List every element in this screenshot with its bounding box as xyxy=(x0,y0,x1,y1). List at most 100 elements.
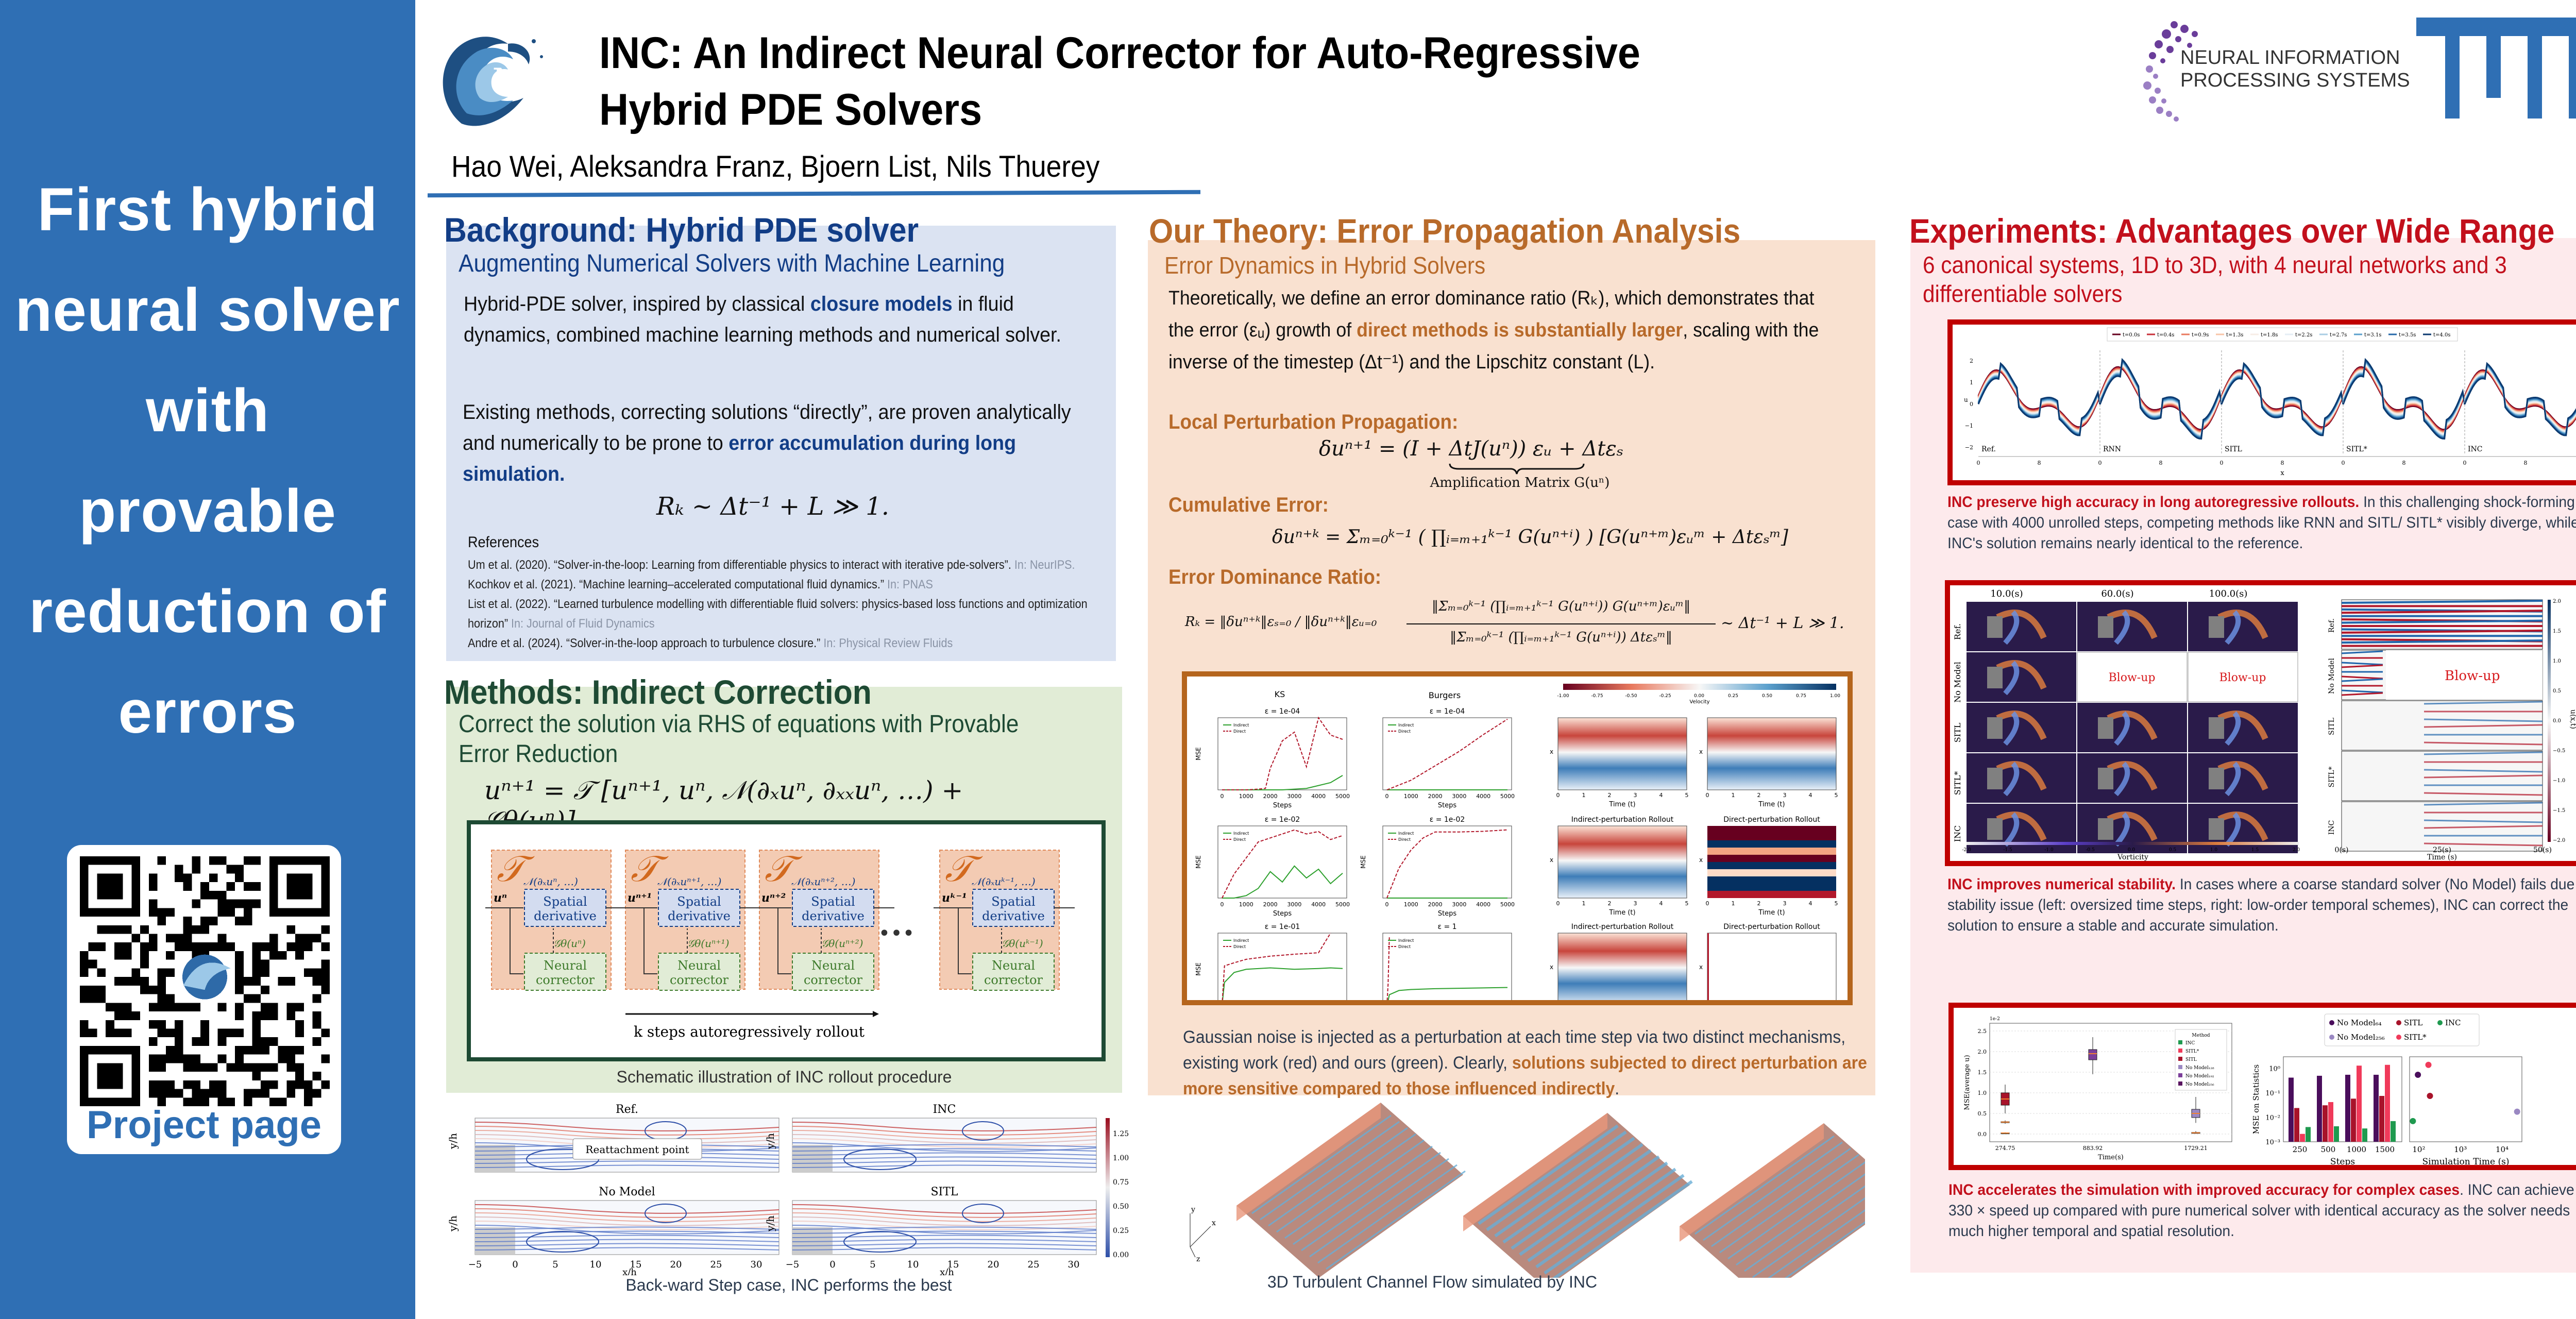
qr-module xyxy=(174,1028,183,1038)
qr-code[interactable] xyxy=(80,856,330,1106)
poster-title: INC: An Indirect Neural Corrector for Au… xyxy=(599,25,1737,138)
x-tick: 8 xyxy=(2038,460,2041,466)
legend-marker xyxy=(2437,1020,2443,1025)
qr-module xyxy=(269,1011,278,1020)
input-label: uⁿ⁺¹ xyxy=(628,891,652,905)
series-line-direct xyxy=(1222,933,1331,1006)
row-label: SITL xyxy=(1953,722,1962,742)
vortex-blue xyxy=(2003,812,2020,847)
qr-module xyxy=(148,1037,158,1046)
legend-label: t=2.2s xyxy=(2295,332,2312,338)
series-line-indirect xyxy=(1386,987,1508,1006)
qr-module xyxy=(166,1003,175,1012)
blowup-label: Blow-up xyxy=(2219,671,2266,684)
project-page-link[interactable]: Project page xyxy=(86,1103,322,1147)
neurips-logo-icon xyxy=(2143,21,2198,122)
qr-module xyxy=(106,1028,114,1038)
vorticity-tick: -1.5 xyxy=(2003,848,2012,853)
rollout-curve xyxy=(2464,370,2576,429)
qr-module xyxy=(226,908,235,917)
x-tick-label: −5 xyxy=(468,1259,482,1270)
qr-module xyxy=(97,942,106,951)
qr-module xyxy=(226,899,235,908)
y-axis-label: MSE xyxy=(1360,855,1367,869)
streamline xyxy=(792,1144,1097,1147)
streak xyxy=(1711,1147,1851,1247)
qr-module xyxy=(295,1063,304,1072)
qr-module xyxy=(217,934,227,943)
vortex-red xyxy=(2217,811,2268,841)
heatmap-image xyxy=(1557,933,1687,1006)
project-page-card[interactable]: Project page xyxy=(67,845,341,1154)
background-para-2: Existing methods, correcting solutions “… xyxy=(463,397,1092,489)
streamline xyxy=(792,1134,1097,1144)
legend-swatch xyxy=(2178,1049,2182,1053)
vorticity-cell xyxy=(2188,804,2298,853)
x-axis-label: x xyxy=(1699,856,1703,864)
corrector-label: corrector xyxy=(984,973,1043,987)
spacetime-streak xyxy=(2341,629,2543,634)
axis-x: x xyxy=(1212,1219,1216,1227)
neural-corrector-box xyxy=(792,953,874,991)
time-tick: 3 xyxy=(1783,900,1787,907)
qr-module xyxy=(261,1045,269,1055)
streamline xyxy=(474,1160,779,1164)
streak xyxy=(1276,1133,1416,1233)
qr-module xyxy=(174,865,183,874)
qr-module xyxy=(217,1028,227,1038)
qr-module xyxy=(157,1020,166,1029)
series-line-indirect xyxy=(1222,865,1343,899)
qr-module xyxy=(295,1028,304,1038)
inc-wave-logo-icon: N xyxy=(443,37,543,126)
body-text: In cases where a coarse standard solver … xyxy=(1947,876,2576,934)
qr-module xyxy=(235,1003,244,1012)
spatial-label: Spatial xyxy=(811,894,855,909)
local-perturbation-heading: Local Perturbation Propagation: xyxy=(1168,411,1459,433)
x-tick: 1000 xyxy=(1239,901,1253,908)
vortex-blue xyxy=(2114,812,2130,847)
qr-module xyxy=(278,977,287,986)
methods-equation: uⁿ⁺¹ = 𝒯 [uⁿ⁺¹, uⁿ, 𝒩(∂ₓuⁿ, ∂ₓₓuⁿ, …) + … xyxy=(484,775,963,836)
qr-module xyxy=(123,977,132,986)
streak xyxy=(1544,1174,1685,1275)
upper-vortex xyxy=(962,1204,1004,1223)
obstacle xyxy=(2098,616,2113,638)
x-tick: 3000 xyxy=(1287,793,1301,800)
colorbar-tick: 0.75 xyxy=(1113,1178,1129,1187)
legend-direct: Direct xyxy=(1233,944,1246,949)
legend-label: t=3.5s xyxy=(2399,332,2416,338)
x-tick: 3000 xyxy=(1287,901,1301,908)
obstacle xyxy=(2209,616,2224,638)
time-tick: 0 xyxy=(1706,792,1709,799)
time-tick: 2 xyxy=(1757,900,1761,907)
x-tick: 2000 xyxy=(1428,901,1443,908)
row-label: SITL xyxy=(2328,718,2336,735)
spacetime-streak xyxy=(2424,701,2543,705)
time-axis-label: Time (t) xyxy=(1758,909,1785,917)
y-axis-label: MSE on Statistics xyxy=(2251,1064,2261,1135)
colorbar-tick: 0.25 xyxy=(1113,1227,1129,1235)
qr-module xyxy=(166,1054,175,1063)
velocity-tick: -1.00 xyxy=(1557,694,1569,699)
vortex-red xyxy=(1996,761,2047,791)
qr-module xyxy=(114,1003,123,1012)
colorbar-tick: 0.50 xyxy=(1113,1203,1129,1211)
N-operator-label: 𝒩(∂ₓuᵏ⁻¹, …) xyxy=(972,875,1036,888)
reattachment-annotation: Reattachment point xyxy=(585,1143,689,1156)
ratio-fraction-bar xyxy=(1406,623,1716,624)
y-axis-label: y/h xyxy=(447,1133,459,1149)
rollout-curve xyxy=(2221,362,2344,436)
row-label: INC xyxy=(2328,820,2336,835)
qr-module xyxy=(174,1037,183,1046)
qr-module xyxy=(123,925,132,934)
streamline xyxy=(474,1208,779,1218)
vortex-red xyxy=(2107,711,2158,740)
spacetime-streak xyxy=(2341,662,2383,666)
heatmap-band xyxy=(1707,826,1836,833)
x-axis-label: Steps xyxy=(1438,802,1457,809)
background-panel xyxy=(446,226,1116,661)
row-label: No Model xyxy=(1953,662,1962,703)
